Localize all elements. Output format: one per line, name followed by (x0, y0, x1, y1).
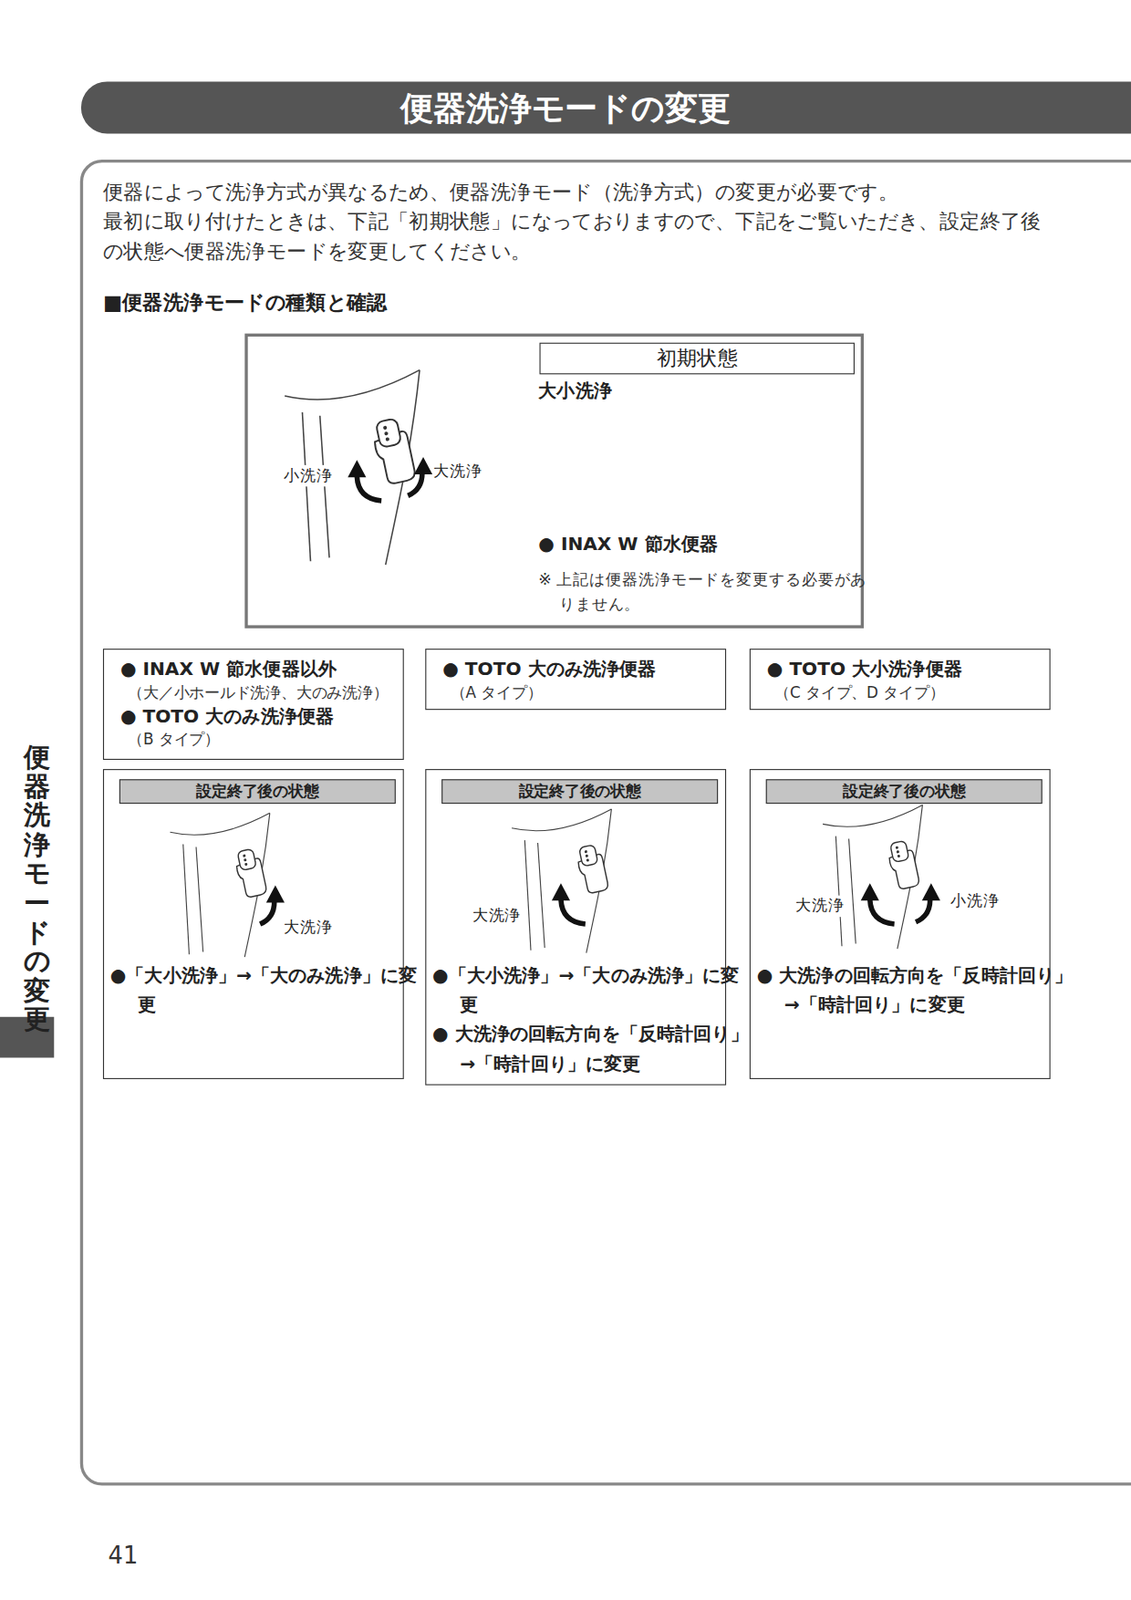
node-text: ※ 上記は便器洗浄モードを変更する必要がありません。 (538, 567, 877, 617)
lever-dot (584, 850, 589, 854)
arrow-head (922, 882, 941, 901)
arrow-head (347, 459, 366, 478)
tank-outline (524, 840, 531, 951)
arrow-shaft (356, 476, 382, 501)
lever-dot (243, 858, 248, 862)
node-text: 設定終了後の状態 (442, 779, 717, 803)
rotate-arrow (551, 882, 586, 924)
lever-dot (585, 854, 590, 859)
flush-label: 大洗浄 (471, 904, 523, 926)
rotate-arrow (259, 885, 285, 924)
lever-dot (384, 436, 390, 442)
page-title: 便器洗浄モードの変更 (0, 81, 1131, 135)
intro-text: 最初に取り付けたときは、下記「初期状態」になっておりますので、下記をご覧いただき… (103, 207, 1057, 267)
flush-label: 大洗浄 (432, 460, 484, 482)
arrow-head (266, 885, 285, 903)
rotate-arrow (861, 882, 895, 924)
lever-dot (896, 850, 901, 854)
section-heading: ■便器洗浄モードの種類と確認 (103, 288, 388, 316)
lever-cap (375, 417, 403, 447)
arrow-head (414, 456, 433, 475)
node-text: ● INAX W 節水便器 (538, 529, 859, 557)
node-text: （C タイプ、D タイプ） (767, 682, 1040, 703)
node-text: 設定終了後の状態 (120, 779, 395, 803)
lever (370, 416, 416, 487)
page-number: 41 (108, 1542, 139, 1569)
node-text: ● TOTO 大小洗浄便器 (767, 655, 1040, 683)
panel-header: 初期状態 (539, 342, 854, 375)
tank-outline (849, 838, 857, 944)
lever (886, 839, 921, 891)
panel-header: 設定終了後の状態 (441, 778, 718, 804)
tank-outline (301, 412, 311, 561)
panel-header: 設定終了後の状態 (766, 778, 1043, 804)
flush-label: 大洗浄 (282, 916, 334, 938)
node-text: ●「大小洗浄」→「大のみ洗浄」に変更 (110, 959, 428, 1019)
node-text: 大小洗浄 (538, 377, 859, 405)
lever-cap (890, 840, 910, 862)
arrow-shaft (407, 473, 423, 497)
lever-dot (897, 854, 902, 859)
intro-text: 便器によって洗浄方式が異なるため、便器洗浄モード（洗浄方式）の変更が必要です。 (103, 177, 1057, 208)
node-text: ● INAX W 節水便器以外 (120, 655, 394, 683)
initial-state-panel: 大小洗浄● INAX W 節水便器※ 上記は便器洗浄モードを変更する必要がありま… (244, 333, 864, 629)
lever-dot (895, 845, 900, 850)
node-text: ● 大洗浄の回転方向を「反時計回り」→「時計回り」に変更 (757, 959, 1075, 1019)
tank-outline (822, 804, 923, 827)
content-frame (81, 161, 1131, 1484)
lever (233, 847, 268, 899)
node-text: 設定終了後の状態 (767, 779, 1042, 803)
lever-dot (383, 425, 388, 430)
node-text: （大／小ホールド洗浄、大のみ洗浄） (120, 682, 394, 703)
arrow-head (861, 882, 880, 901)
flush-label: 大洗浄 (794, 895, 846, 917)
toilet-type-box: ● TOTO 大のみ洗浄便器（A タイプ） (425, 648, 727, 710)
node-text: （B タイプ） (120, 728, 394, 749)
arrow-shaft (560, 899, 586, 924)
arrow-shaft (259, 901, 275, 924)
lever-cap (237, 848, 257, 871)
lever-dot (383, 431, 389, 436)
rotate-arrow (347, 459, 382, 501)
node-text: ● TOTO 大のみ洗浄便器 (442, 655, 716, 683)
node-text: ●「大小洗浄」→「大のみ洗浄」に変更 (432, 959, 750, 1019)
lever-cap (579, 844, 599, 867)
panel-header: 設定終了後の状態 (119, 778, 396, 804)
lever-dot (586, 858, 591, 862)
arrow-shaft (870, 899, 895, 924)
tank-outline (284, 370, 420, 400)
tank-outline (183, 844, 190, 955)
node-text: （A タイプ） (442, 682, 716, 703)
arrow-head (551, 882, 571, 901)
tank-outline (196, 846, 204, 952)
tank-outline (511, 809, 612, 831)
node-text: ● 大洗浄の回転方向を「反時計回り」→「時計回り」に変更 (432, 1018, 750, 1079)
rotate-arrow (915, 882, 941, 922)
node-text: ● TOTO 大のみ洗浄便器 (120, 702, 394, 729)
tank-outline (320, 415, 330, 559)
toilet-type-box: ● INAX W 節水便器以外（大／小ホールド洗浄、大のみ洗浄）● TOTO 大… (103, 648, 405, 760)
arrow-shaft (915, 899, 931, 923)
tank-outline (170, 812, 270, 835)
lever-dot (244, 862, 249, 867)
flush-label: 小洗浄 (949, 890, 1001, 912)
flush-label: 小洗浄 (282, 465, 334, 487)
side-tab-text: 便器洗浄モードの変更 (23, 742, 51, 1035)
lever-dot (242, 853, 247, 858)
node-text: 初期状態 (540, 343, 854, 373)
result-panel: ●「大小洗浄」→「大のみ洗浄」に変更設定終了後の状態 (103, 768, 405, 1080)
tank-outline (538, 842, 546, 948)
toilet-tank (511, 809, 612, 954)
result-panel: ●「大小洗浄」→「大のみ洗浄」に変更● 大洗浄の回転方向を「反時計回り」→「時計… (425, 768, 727, 1086)
lever (575, 843, 610, 895)
toilet-type-box: ● TOTO 大小洗浄便器（C タイプ、D タイプ） (749, 648, 1051, 710)
result-panel: ● 大洗浄の回転方向を「反時計回り」→「時計回り」に変更設定終了後の状態 (749, 768, 1051, 1080)
rotate-arrow (407, 456, 433, 496)
tank-outline (835, 836, 842, 947)
toilet-tank (822, 804, 923, 949)
toilet-tank (170, 812, 270, 957)
